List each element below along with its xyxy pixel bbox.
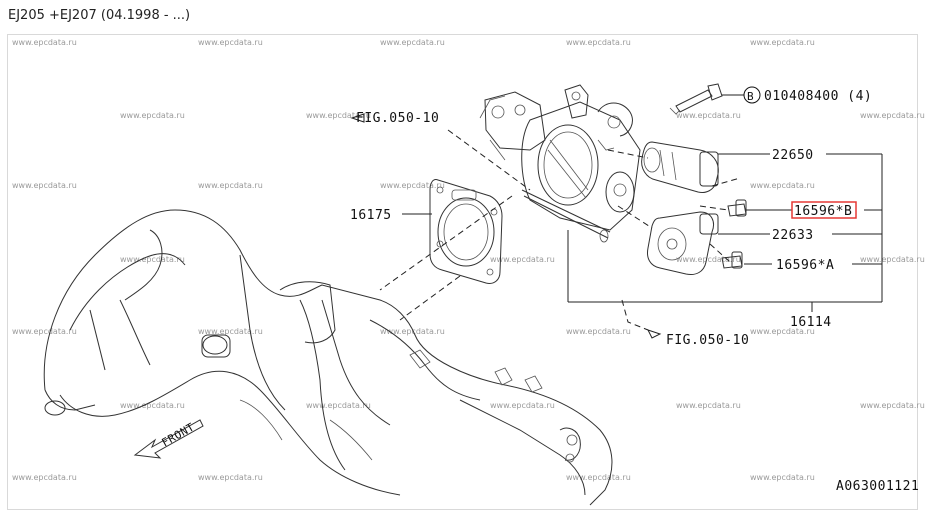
part-label-22650[interactable]: 22650 xyxy=(772,148,814,163)
watermark-text: www.epcdata.ru xyxy=(198,473,263,482)
bolt-part-number[interactable]: 010408400 (4) xyxy=(764,89,872,104)
watermark-text: www.epcdata.ru xyxy=(12,473,77,482)
watermark-text: www.epcdata.ru xyxy=(380,38,445,47)
bolt-b[interactable] xyxy=(669,83,723,115)
bolt-circle-letter: B xyxy=(747,90,754,103)
watermark-text: www.epcdata.ru xyxy=(490,401,555,410)
fig-ref-bottom[interactable]: FIG.050-10 xyxy=(666,333,749,348)
diagram-id: A063001121 xyxy=(836,479,919,494)
throttle-gasket[interactable] xyxy=(429,179,503,284)
front-label: FRONT xyxy=(160,420,197,449)
watermark-text: www.epcdata.ru xyxy=(306,111,371,120)
part-label-16596b[interactable]: 16596*B xyxy=(794,204,852,219)
watermark-text: www.epcdata.ru xyxy=(750,38,815,47)
highlight-box xyxy=(791,201,857,219)
leader-lines xyxy=(350,94,883,339)
throttle-position-sensor[interactable] xyxy=(647,211,719,275)
intake-manifold xyxy=(43,209,613,506)
watermark-text: www.epcdata.ru xyxy=(676,401,741,410)
screw-16596b[interactable] xyxy=(727,199,747,217)
assembly-lines xyxy=(379,129,741,331)
fig-ref-top[interactable]: FIG.050-10 xyxy=(356,111,439,126)
watermark-text: www.epcdata.ru xyxy=(750,181,815,190)
part-label-16596a[interactable]: 16596*A xyxy=(776,258,834,273)
bolt-circle-marker xyxy=(743,86,761,104)
watermark-text: www.epcdata.ru xyxy=(676,255,741,264)
watermark-text: www.epcdata.ru xyxy=(750,473,815,482)
watermark-text: www.epcdata.ru xyxy=(490,255,555,264)
watermark-text: www.epcdata.ru xyxy=(120,255,185,264)
watermark-text: www.epcdata.ru xyxy=(306,401,371,410)
diagram-frame xyxy=(7,34,918,510)
watermark-text: www.epcdata.ru xyxy=(676,111,741,120)
watermark-text: www.epcdata.ru xyxy=(860,255,925,264)
watermark-text: www.epcdata.ru xyxy=(860,111,925,120)
front-arrow: FRONT xyxy=(133,419,204,459)
watermark-text: www.epcdata.ru xyxy=(120,401,185,410)
watermark-text: www.epcdata.ru xyxy=(12,181,77,190)
screw-16596a[interactable] xyxy=(721,251,743,269)
watermark-text: www.epcdata.ru xyxy=(566,473,631,482)
watermark-text: www.epcdata.ru xyxy=(750,327,815,336)
watermark-layer: www.epcdata.ru www.epcdata.ru www.epcdat… xyxy=(12,38,925,482)
part-label-16175[interactable]: 16175 xyxy=(350,208,392,223)
callouts: FIG.050-10 FIG.050-10 B 010408400 (4) 22… xyxy=(350,86,919,494)
watermark-text: www.epcdata.ru xyxy=(12,38,77,47)
watermark-text: www.epcdata.ru xyxy=(566,327,631,336)
watermark-text: www.epcdata.ru xyxy=(12,327,77,336)
watermark-text: www.epcdata.ru xyxy=(380,327,445,336)
watermark-text: www.epcdata.ru xyxy=(860,401,925,410)
part-label-22633[interactable]: 22633 xyxy=(772,228,814,243)
watermark-text: www.epcdata.ru xyxy=(198,181,263,190)
watermark-text: www.epcdata.ru xyxy=(198,38,263,47)
watermark-text: www.epcdata.ru xyxy=(380,181,445,190)
page-title: EJ205 +EJ207 (04.1998 - ...) xyxy=(8,8,191,23)
watermark-text: www.epcdata.ru xyxy=(198,327,263,336)
throttle-body[interactable] xyxy=(479,84,641,243)
watermark-text: www.epcdata.ru xyxy=(120,111,185,120)
part-label-16114[interactable]: 16114 xyxy=(790,315,832,330)
watermark-text: www.epcdata.ru xyxy=(566,38,631,47)
idle-air-control-valve[interactable] xyxy=(641,141,719,193)
